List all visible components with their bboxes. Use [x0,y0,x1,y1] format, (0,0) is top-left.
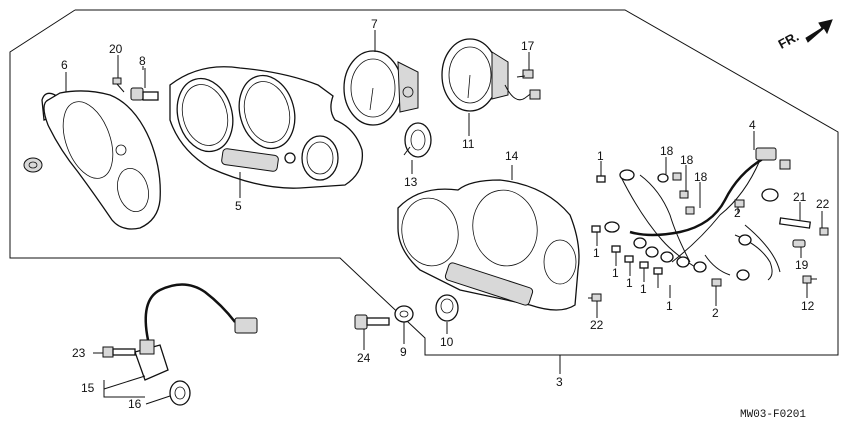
part-sensor-assembly [134,283,258,406]
part-meter-case [169,66,364,189]
part-grommet [23,157,43,173]
direction-label: FR. [776,29,802,52]
callout-labels: 6 20 8 7 17 11 13 5 14 4 1 18 18 18 21 2… [61,17,830,411]
callout-22b: 22 [590,318,604,332]
part-trip-knob [130,68,159,101]
callout-6: 6 [61,58,68,72]
part-collar-9 [394,305,414,323]
callout-8: 8 [139,54,146,68]
diagram-code: MW03-F0201 [740,409,806,421]
part-meter-plate [41,90,161,230]
callout-7: 7 [371,17,378,31]
part-tachometer [441,38,541,112]
part-bulbs [591,175,663,275]
callout-21: 21 [793,190,807,204]
part-screw-20 [112,55,125,93]
callout-1f: 1 [666,299,673,313]
assembly-outline [9,9,839,356]
callout-15: 15 [81,381,95,395]
part-bolt-23 [102,346,136,358]
callout-1e: 1 [640,282,647,296]
callout-14: 14 [505,149,519,163]
callout-5: 5 [235,199,242,213]
callout-11: 11 [462,137,475,151]
callout-18c: 18 [694,170,708,184]
part-indicator-unit [403,122,432,158]
part-bulb-socket-2 [711,199,745,287]
leader-lines [65,30,823,405]
part-screw-12 [802,275,817,284]
callout-23: 23 [72,346,86,360]
callout-2a: 2 [734,206,741,220]
part-speedometer [343,50,419,126]
callout-20: 20 [109,42,123,56]
callout-4: 4 [749,118,756,132]
part-clip-19 [792,239,806,248]
part-socket-10 [435,294,459,322]
callout-22a: 22 [816,197,830,211]
part-screws-18 [672,172,695,215]
callout-12: 12 [801,299,815,313]
front-arrow-icon [805,19,833,43]
callout-17: 17 [521,39,535,53]
callout-2b: 2 [712,306,719,320]
callout-10: 10 [440,335,454,349]
part-meter-housing [397,179,580,311]
callout-1a: 1 [597,149,604,163]
callout-13: 13 [404,175,418,189]
callout-18a: 18 [660,144,674,158]
callout-16: 16 [128,397,142,411]
part-screw-22-right [819,227,829,236]
callout-3: 3 [556,375,563,389]
callout-1c: 1 [612,266,619,280]
callout-1b: 1 [593,246,600,260]
part-clamp-21 [778,217,812,229]
callout-19: 19 [795,258,809,272]
callout-24: 24 [357,351,371,365]
part-wire-harness [604,147,791,281]
callout-18b: 18 [680,153,694,167]
callout-1d: 1 [626,276,633,290]
part-screw-22-lower [588,293,602,302]
callout-9: 9 [400,345,407,359]
part-screw-17 [516,57,534,79]
part-bolt-24 [354,314,390,330]
front-direction-indicator: FR. [776,19,833,52]
